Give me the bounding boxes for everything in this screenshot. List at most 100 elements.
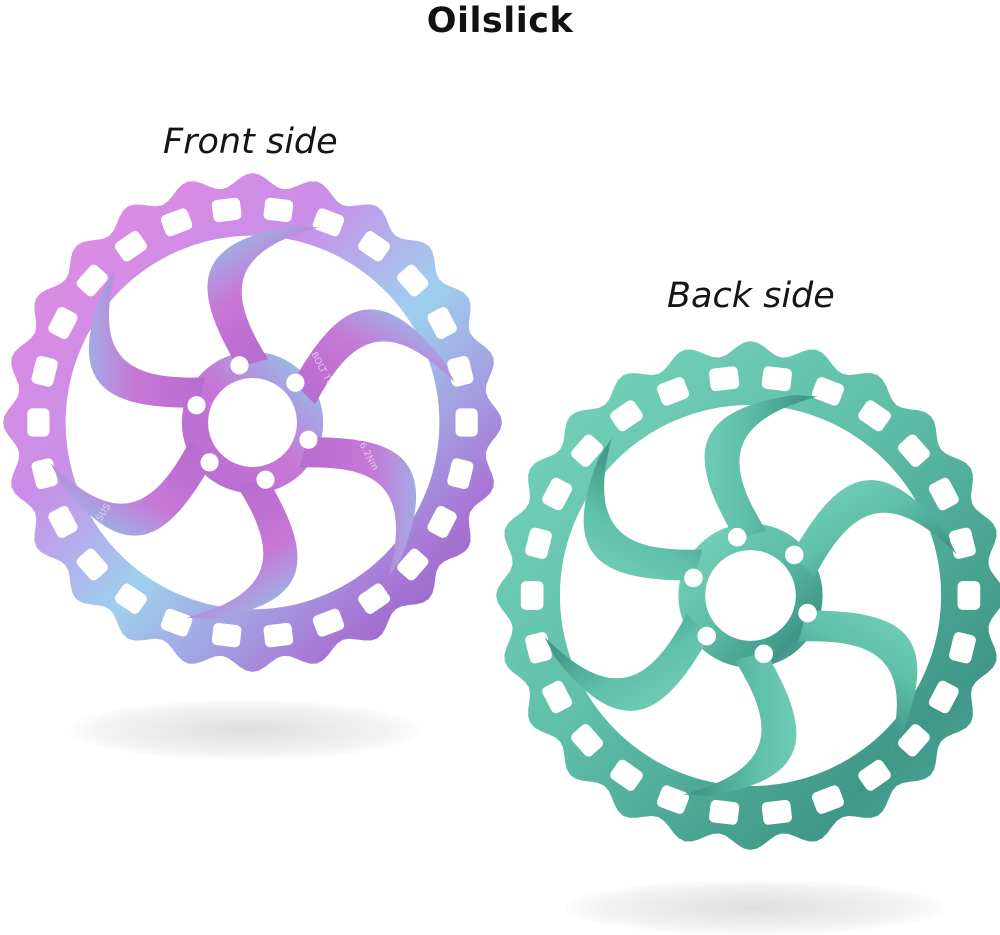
rotor-arm — [299, 437, 417, 578]
rotor-cutout — [928, 680, 959, 714]
rotation-arrow-icon — [211, 533, 223, 549]
rotor-arm — [186, 477, 298, 619]
rotor-cutout — [761, 366, 792, 392]
rotor-arm — [88, 267, 206, 408]
rotor-cutout — [525, 527, 552, 559]
bolt-hole — [684, 568, 703, 588]
back-rotor-image — [496, 341, 1000, 850]
rotor-cutout — [811, 785, 844, 814]
rotor-cutout — [811, 377, 844, 406]
ring-rivet-hole — [134, 275, 147, 288]
rotor-arm — [583, 437, 703, 581]
rotor-cutout — [898, 434, 930, 467]
rotor-cutout — [571, 724, 603, 757]
rotor-arm — [50, 440, 213, 536]
rotor-arm — [791, 480, 957, 577]
back-side-label: Back side — [667, 276, 835, 316]
front-rotor-bolt-holes — [68, 249, 437, 596]
engraving-min-th: Min TH=1.5 — [140, 332, 194, 349]
rotor-cutout — [31, 355, 58, 387]
bolt-hole — [200, 453, 219, 472]
ring-rivet-hole — [925, 562, 939, 575]
rotor-cutout — [858, 759, 891, 791]
rotor-cutout — [114, 583, 147, 614]
rotor-center-bore — [705, 550, 796, 641]
ring-rivet-hole — [424, 390, 437, 403]
rotor-cutout — [610, 759, 643, 791]
ring-rivet-hole — [312, 249, 325, 262]
rotor-cutout — [657, 785, 690, 814]
rotor-cutout — [949, 527, 976, 559]
rotor-cutout — [447, 355, 474, 387]
rotor-arm — [544, 614, 710, 711]
front-side-label: Front side — [163, 122, 338, 162]
ring-rivet-hole — [676, 759, 690, 773]
rotor-arm — [683, 651, 797, 796]
ring-rivet-hole — [811, 418, 825, 432]
rotor-cutout — [358, 231, 391, 262]
rotor-cutout — [520, 581, 544, 610]
rotor-cutout — [571, 434, 603, 467]
rotor-cutout — [455, 408, 478, 437]
rotor-arm — [704, 395, 818, 540]
rotor-cutout — [957, 581, 981, 610]
rotor-cutout — [427, 506, 457, 538]
bolt-hole — [785, 545, 804, 565]
rotor-cutout — [31, 458, 58, 490]
back-rotor-shadow — [565, 880, 945, 935]
front-rotor-image: Min TH=1.5 BOLT TORQUE 55inlbs 6.2Nm SUS… — [3, 173, 502, 672]
rotor-cutout — [312, 608, 345, 637]
rotor-cutout — [263, 197, 294, 223]
rotor-cutout — [76, 548, 108, 581]
rotor-cutout — [657, 377, 690, 406]
rotor-cutout — [160, 608, 193, 637]
page-title: Oilslick — [426, 1, 574, 41]
rotor-cutout — [397, 548, 429, 581]
ring-rivet-hole — [858, 732, 871, 746]
ring-rivet-hole — [358, 557, 371, 570]
rotor-cutout — [27, 408, 50, 437]
bolt-hole — [727, 527, 747, 547]
rotor-cutout — [610, 400, 643, 432]
rotor-cutout — [114, 231, 147, 262]
rotor-cutout — [542, 680, 573, 714]
rotation-arrow-icon — [282, 321, 294, 343]
bolt-hole — [697, 626, 716, 646]
rotor-cutout — [263, 622, 294, 648]
rotor-cutout — [761, 799, 792, 825]
rotor-cutout — [211, 197, 242, 223]
bolt-hole — [286, 373, 305, 392]
rotor-arm — [292, 309, 455, 405]
rotor-cutout — [525, 632, 552, 664]
rotor-arm — [798, 610, 918, 754]
rotor-cutout — [397, 264, 429, 297]
pro-logo: PRO — [324, 526, 357, 545]
rotor-cutout — [709, 799, 740, 825]
rotor-cutout — [358, 583, 391, 614]
rotor-cutout — [48, 307, 78, 339]
back-rotor-cutouts — [520, 366, 981, 825]
ring-rivet-hole — [630, 445, 643, 459]
rotor-cutout — [447, 458, 474, 490]
rotor-cutout — [312, 208, 345, 237]
rotor-cutout — [709, 366, 740, 392]
front-rotor-shadow — [70, 700, 420, 760]
rotor-cutout — [160, 208, 193, 237]
rotor-arm — [207, 226, 319, 368]
bolt-hole — [299, 430, 318, 449]
bolt-hole — [187, 396, 206, 415]
rotor-cutout — [898, 724, 930, 757]
rotor-cutout — [211, 622, 242, 648]
rotor-cutout — [858, 400, 891, 432]
rotor-cutout — [949, 632, 976, 664]
rotor-center-bore — [208, 378, 297, 467]
front-rotor-cutouts — [27, 197, 478, 648]
bolt-hole — [230, 356, 249, 375]
ring-rivet-hole — [180, 583, 193, 596]
rotor-cutout — [76, 264, 108, 297]
ring-rivet-hole — [68, 442, 81, 455]
back-rotor-bolt-holes — [562, 418, 939, 773]
bolt-hole — [798, 603, 817, 623]
bolt-hole — [754, 644, 774, 664]
rotor-cutout — [928, 477, 959, 511]
